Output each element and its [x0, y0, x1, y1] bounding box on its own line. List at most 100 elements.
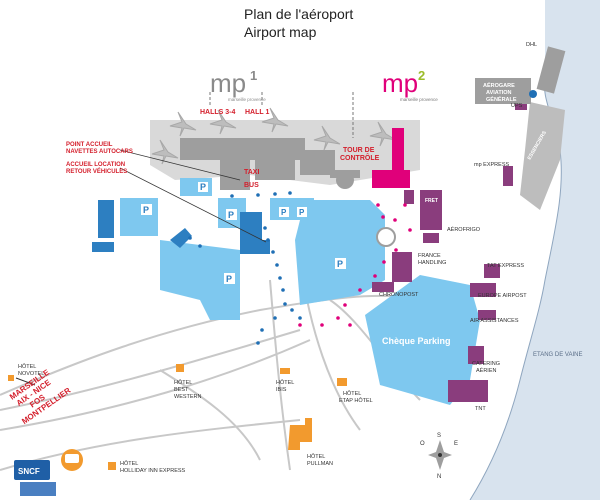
hall-1-label: HALL 1: [245, 109, 269, 116]
hotel-holiday-icon: [108, 462, 116, 470]
dhl-building: [536, 46, 566, 94]
novotel-label-2: NOVOTEL: [18, 371, 44, 377]
aerogare-label-2: AVIATION: [486, 90, 511, 96]
hotel-etap-icon: [337, 378, 347, 386]
parking-p7: [160, 240, 240, 320]
chronopost-building: [372, 282, 394, 292]
p7-label: P: [226, 274, 232, 284]
mp2-logo-sub: marseille provence: [400, 97, 438, 102]
catering-building: [468, 346, 484, 364]
sncf-logo-bg: [14, 460, 50, 480]
sncf-logo-text: SNCF: [18, 467, 40, 476]
point-accueil-1: POINT ACCUEIL: [66, 142, 113, 148]
aerofrigo-label: AÉROFRIGO: [447, 226, 481, 233]
europe-airpost-building: [470, 283, 496, 297]
map-title-fr: Plan de l'aéroport: [244, 6, 354, 22]
etang-de-vaine-water: [470, 0, 600, 500]
terminal-mp2-building: [372, 128, 410, 188]
france-handling-building: [392, 252, 412, 282]
mp2-logo-sup: 2: [418, 68, 425, 83]
europe-airpost-label: EUROPE AIRPOST: [478, 293, 527, 299]
bus-label: BUS: [244, 182, 259, 189]
aircraft-icons: [151, 107, 397, 165]
cheque-parking-label: Chèque Parking: [382, 336, 451, 346]
best-label-3: WESTERN: [174, 394, 202, 400]
tour-label-1: TOUR DE: [343, 147, 375, 154]
hotel-novotel-icon: [8, 375, 14, 381]
parking-p-icons: [141, 182, 346, 284]
freight-buildings: [372, 100, 527, 402]
compass-o: O: [420, 441, 425, 447]
ibis-label-2: IBIS: [276, 387, 287, 393]
pullman-label-1: HÔTEL: [307, 453, 325, 460]
accueil-location-1: ACCUEIL LOCATION: [66, 162, 125, 168]
france-handling-label-2: HANDLING: [418, 260, 446, 266]
mpexpress-building: [503, 166, 513, 186]
train-icon: [20, 482, 56, 496]
tnt-building: [448, 380, 488, 402]
mp1-logo-sup: 1: [250, 68, 257, 83]
hotel-pullman-icon: [288, 418, 312, 450]
france-handling-label-1: FRANCE: [418, 253, 441, 259]
holiday-label-2: HOLLIDAY INN EXPRESS: [120, 468, 186, 474]
hotel-best-western-icon: [176, 364, 184, 372]
p4-label: P: [337, 259, 343, 269]
freight-route-dots: [298, 203, 412, 327]
etang-label: ETANG DE VAINE: [533, 352, 582, 358]
halls-3-4-label: HALLS 3-4: [200, 109, 236, 116]
aerogare-label-1: AÉROGARE: [483, 81, 515, 89]
fret-label: FRET: [425, 198, 438, 204]
essenciers-area: [520, 102, 565, 210]
p5-label: P: [200, 182, 206, 192]
catering-label-2: AÉRIEN: [476, 367, 497, 374]
compass-s: S: [437, 433, 441, 439]
aerogare-aviation-generale: [475, 78, 531, 104]
etap-label-2: ETAP HÔTEL: [339, 397, 373, 404]
roundabout: [376, 227, 396, 247]
dark-blue-zones: [92, 200, 270, 254]
ibis-label-1: HÔTEL: [276, 379, 294, 386]
catering-label-1: CATERING: [472, 361, 500, 367]
taxi-label: TAXI: [244, 169, 259, 176]
dhl-label: DHL: [526, 42, 537, 48]
mp1-logo-sub: marseille provence: [228, 97, 266, 102]
p1-label: P: [281, 208, 287, 217]
holiday-label-1: HÔTEL: [120, 460, 138, 467]
compass-n: N: [437, 474, 441, 480]
novotel-label-1: HÔTEL: [18, 363, 36, 370]
ups-label: UPS: [511, 103, 523, 109]
terminal-mp1-building: [180, 138, 360, 190]
mp1-logo-text: mp: [210, 68, 246, 98]
pullman-label-2: PULLMAN: [307, 461, 333, 467]
fret-building: [420, 190, 442, 230]
compass-rose: N S E O: [420, 433, 458, 480]
ups-building: [515, 100, 527, 110]
tat-building: [484, 264, 500, 278]
mpexpress-label: mp EXPRESS: [474, 162, 509, 168]
chronopost-label: CHRONOPOST: [379, 292, 419, 298]
air-assistances-label: AIR ASSISTANCES: [470, 318, 519, 324]
p2-label: P: [299, 208, 305, 217]
compass-e: E: [454, 441, 458, 447]
point-accueil-2: NAVETTES AUTOCARS: [66, 149, 133, 155]
accueil-location-2: RETOUR VÉHICULES: [66, 167, 127, 175]
best-label-2: BEST: [174, 387, 189, 393]
hotel-icons: [8, 364, 347, 470]
parking-p6: [120, 198, 158, 236]
aerofrigo-building: [423, 233, 439, 243]
hotel-ibis-icon: [280, 368, 290, 374]
tour-label-2: CONTRÔLE: [340, 153, 380, 162]
cheque-parking: [365, 275, 480, 405]
shuttle-dots: [188, 191, 302, 345]
p3-label: P: [228, 210, 234, 220]
tat-label: TAT EXPRESS: [487, 263, 524, 269]
etap-label-1: HÔTEL: [343, 390, 361, 397]
parking-p4: [295, 200, 385, 305]
p6-label: P: [143, 205, 149, 215]
best-label-1: HÔTEL: [174, 379, 192, 386]
tnt-label: TNT: [475, 406, 486, 412]
air-assistances-building: [478, 310, 496, 320]
aerogare-label-3: GÉNÉRALE: [486, 95, 517, 103]
